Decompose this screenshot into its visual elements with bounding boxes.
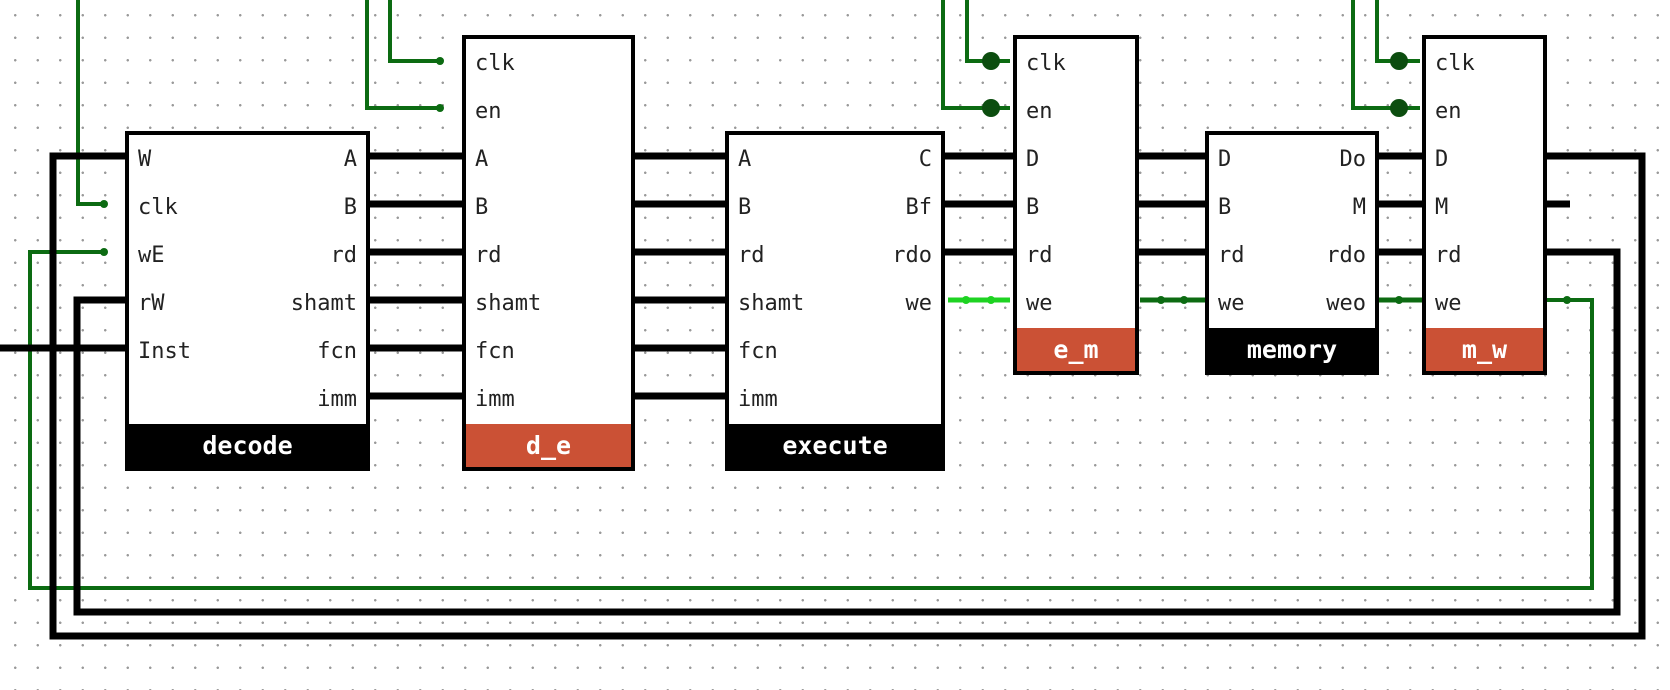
decode-port-inst: Inst xyxy=(138,339,191,364)
m-w-port-we: we xyxy=(1435,291,1462,316)
decode-port-shamt: shamt xyxy=(290,291,357,316)
writeback-data-feedback-wire xyxy=(49,152,1646,640)
decode-port-a: A xyxy=(343,147,357,172)
memory-port-d: D xyxy=(1218,147,1232,172)
d-e-port-imm: imm xyxy=(475,387,515,412)
execute-port-b: B xyxy=(738,195,752,220)
d-e-title: d_e xyxy=(466,424,631,467)
m-w-port-clk: clk xyxy=(1435,51,1475,76)
m-w-port-rd: rd xyxy=(1435,243,1462,268)
decode-port-rw: rW xyxy=(138,291,165,316)
d-e-port-en: en xyxy=(475,99,502,124)
decode-port-imm: imm xyxy=(317,387,357,412)
e-m-register-block[interactable]: clk en D B rd we e_m xyxy=(1013,35,1139,375)
execute-port-fcn: fcn xyxy=(738,339,778,364)
execute-port-imm: imm xyxy=(738,387,778,412)
memory-port-b: B xyxy=(1218,195,1232,220)
decode-port-w: W xyxy=(138,147,152,172)
m-w-register-block[interactable]: clk en D M rd we m_w xyxy=(1422,35,1547,375)
em-clk-wire xyxy=(965,0,1010,63)
de-clk-dot xyxy=(436,57,444,65)
decode-we-dot xyxy=(100,248,108,256)
em-clk-dot xyxy=(982,52,1000,70)
mw-en-wire xyxy=(1351,0,1420,110)
memory-block[interactable]: D B rd we Do M rdo weo memory xyxy=(1205,131,1379,375)
execute-port-shamt: shamt xyxy=(738,291,805,316)
execute-port-we: we xyxy=(905,291,933,316)
execute-port-rd: rd xyxy=(738,243,765,268)
write-enable-feedback-wire xyxy=(28,250,1594,590)
execute-port-bf: Bf xyxy=(905,195,933,220)
decode-port-rd: rd xyxy=(330,243,358,268)
memory-port-do: Do xyxy=(1339,147,1367,172)
m-w-port-en: en xyxy=(1435,99,1462,124)
de-en-wire xyxy=(365,0,440,110)
mw-en-dot xyxy=(1390,99,1408,117)
e-m-port-d: D xyxy=(1026,147,1040,172)
decode-clk-dot xyxy=(100,200,108,208)
execute-port-rdo: rdo xyxy=(892,243,932,268)
writeback-rd-feedback-wire xyxy=(73,248,1621,616)
execute-we-dot-right xyxy=(987,296,995,304)
m-w-title: m_w xyxy=(1426,328,1543,371)
decode-port-we: wE xyxy=(138,243,165,268)
de-clk-wire xyxy=(388,0,440,63)
de-en-dot xyxy=(436,104,444,112)
em-en-dot xyxy=(982,99,1000,117)
d-e-port-rd: rd xyxy=(475,243,502,268)
mem-we-dot-left xyxy=(1157,296,1165,304)
m-w-port-m: M xyxy=(1435,195,1449,220)
em-en-wire xyxy=(941,0,1010,110)
e-m-port-rd: rd xyxy=(1026,243,1053,268)
execute-we-dot-left xyxy=(962,296,970,304)
e-m-title: e_m xyxy=(1017,328,1135,371)
execute-title: execute xyxy=(729,424,941,467)
memory-port-weo: weo xyxy=(1326,291,1366,316)
mw-clk-dot xyxy=(1390,52,1408,70)
mw-we-dot xyxy=(1395,296,1403,304)
e-m-port-clk: clk xyxy=(1026,51,1066,76)
decode-block[interactable]: W clk wE rW Inst A B rd shamt fcn imm de… xyxy=(125,131,370,471)
decode-clk-wire xyxy=(76,0,104,206)
memory-port-m: M xyxy=(1352,195,1366,220)
memory-port-rdo: rdo xyxy=(1326,243,1366,268)
execute-port-c: C xyxy=(918,147,932,172)
d-e-port-a: A xyxy=(475,147,489,172)
decode-port-clk: clk xyxy=(138,195,178,220)
execute-block[interactable]: A B rd shamt fcn imm C Bf rdo we execute xyxy=(725,131,945,471)
d-e-port-clk: clk xyxy=(475,51,515,76)
memory-port-we: we xyxy=(1218,291,1245,316)
d-e-port-shamt: shamt xyxy=(475,291,542,316)
decode-port-b: B xyxy=(343,195,357,220)
d-e-register-block[interactable]: clk en A B rd shamt fcn imm d_e xyxy=(462,35,635,471)
mem-we-dot-right xyxy=(1180,296,1188,304)
execute-port-a: A xyxy=(738,147,752,172)
decode-title: decode xyxy=(129,424,366,467)
feedback-we-dot xyxy=(1563,296,1571,304)
memory-title: memory xyxy=(1209,328,1375,371)
m-w-port-d: D xyxy=(1435,147,1449,172)
decode-port-fcn: fcn xyxy=(317,339,357,364)
e-m-port-we: we xyxy=(1026,291,1053,316)
e-m-port-b: B xyxy=(1026,195,1040,220)
memory-port-rd: rd xyxy=(1218,243,1245,268)
mw-clk-wire xyxy=(1375,0,1420,63)
d-e-port-b: B xyxy=(475,195,489,220)
d-e-port-fcn: fcn xyxy=(475,339,515,364)
e-m-port-en: en xyxy=(1026,99,1053,124)
